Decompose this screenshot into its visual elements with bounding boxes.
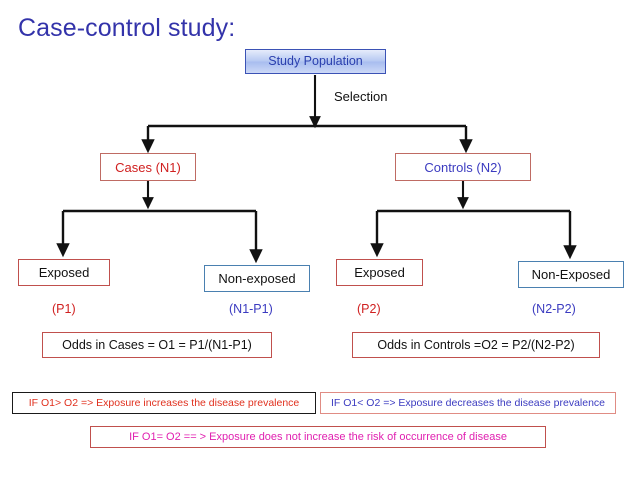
conclusion-odds-equal: IF O1= O2 == > Exposure does not increas… (90, 426, 546, 448)
page-title: Case-control study: (18, 14, 236, 42)
caption-p2: (P2) (357, 302, 381, 316)
split-bar-cases (56, 209, 263, 264)
node-nonexposed-cases[interactable]: Non-exposed (204, 265, 310, 292)
node-study-population[interactable]: Study Population (245, 49, 386, 74)
formula-odds-in-controls: Odds in Controls =O2 = P2/(N2-P2) (352, 332, 600, 358)
conclusion-odds-greater: IF O1> O2 => Exposure increases the dise… (12, 392, 316, 414)
caption-n2-minus-p2: (N2-P2) (532, 302, 576, 316)
split-bar-level-1 (141, 124, 473, 154)
selection-label: Selection (334, 89, 388, 104)
formula-odds-in-cases: Odds in Cases = O1 = P1/(N1-P1) (42, 332, 272, 358)
node-exposed-controls[interactable]: Exposed (336, 259, 423, 286)
caption-n1-minus-p1: (N1-P1) (229, 302, 273, 316)
split-bar-controls (370, 209, 577, 260)
conclusion-odds-less: IF O1< O2 => Exposure decreases the dise… (320, 392, 616, 414)
caption-p1: (P1) (52, 302, 76, 316)
node-controls[interactable]: Controls (N2) (395, 153, 531, 181)
node-cases[interactable]: Cases (N1) (100, 153, 196, 181)
node-nonexposed-controls[interactable]: Non-Exposed (518, 261, 624, 288)
node-exposed-cases[interactable]: Exposed (18, 259, 110, 286)
